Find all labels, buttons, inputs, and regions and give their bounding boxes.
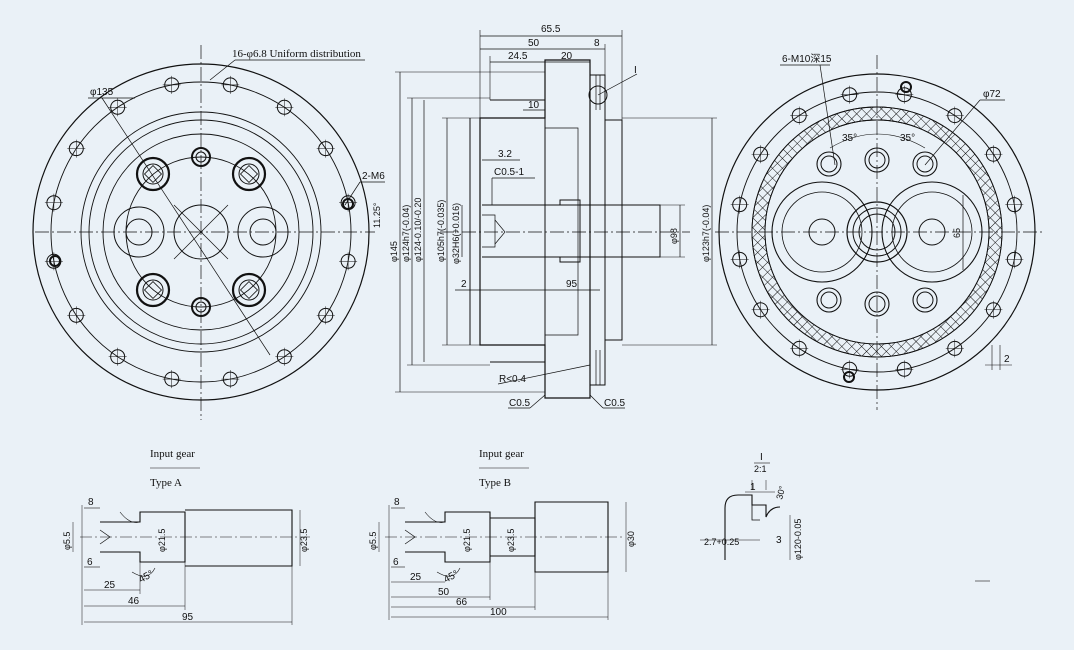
pin-hole-inner <box>142 279 164 301</box>
input-gear-type-a: Input gear Type A 8 6 25 46 95 45° φ5.5 … <box>62 448 310 625</box>
tap-hole <box>900 81 912 93</box>
input-gear-type-b: Input gear Type B 8 6 25 50 66 100 45° φ… <box>368 448 636 620</box>
tap-hole <box>342 198 354 210</box>
dim-8: 8 <box>594 38 600 49</box>
chamfer-left: C0.5 <box>509 398 531 409</box>
m10-hole <box>912 151 938 177</box>
detail-d120: φ120-0.05 <box>793 519 803 560</box>
pin-hole-inner <box>238 163 260 185</box>
gear-a-d235: φ23.5 <box>299 529 309 552</box>
gear-b-l6: 6 <box>393 557 399 568</box>
gear-b-l25: 25 <box>410 572 422 583</box>
dia-124-tol: φ124-0.10/-0.20 <box>413 198 423 262</box>
pin-hole <box>135 156 171 192</box>
pin-head <box>239 280 259 300</box>
dim-2: 2 <box>461 279 467 290</box>
gear-b-d235: φ23.5 <box>506 529 516 552</box>
m10-hole-inner <box>916 155 934 173</box>
tap-m6-label: 2-M6 <box>362 171 385 182</box>
right-view-bolt-holes <box>730 81 1024 383</box>
pin-hole-inner <box>238 279 260 301</box>
dim-20: 20 <box>561 51 573 62</box>
detail-d27: 2.7+0.25 <box>704 537 739 547</box>
detail-ref-I: I <box>634 65 637 76</box>
dim-24-5: 24.5 <box>508 51 528 62</box>
gear-a-l8: 8 <box>88 497 94 508</box>
radius-label: R<0.4 <box>499 374 526 385</box>
gear-a-title: Input gear <box>150 448 195 460</box>
gear-a-l25: 25 <box>104 580 116 591</box>
gear-b-d30: φ30 <box>626 531 636 547</box>
pin-head <box>239 164 259 184</box>
pin-hole <box>231 156 267 192</box>
front-view-bolt-holes <box>44 75 358 389</box>
tap-hole <box>843 371 855 383</box>
gear-a-d55: φ5.5 <box>62 532 72 550</box>
chamfer-c05-1: C0.5-1 <box>494 167 524 178</box>
pin-hole <box>231 272 267 308</box>
dia-145: φ145 <box>389 241 399 262</box>
gear-b-l66: 66 <box>456 597 468 608</box>
angle-35-right: 35° <box>900 133 915 144</box>
pin-hole <box>135 272 171 308</box>
dia-123-h7: φ123h7(-0.04) <box>701 205 711 262</box>
gear-b-d55: φ5.5 <box>368 532 378 550</box>
gear-b-l50: 50 <box>438 587 450 598</box>
front-view: 16-φ6.8 Uniform distribution φ135 2-M6 1… <box>32 45 385 420</box>
bolt-circle-note: 16-φ6.8 Uniform distribution <box>232 48 361 60</box>
detail-ref: I <box>760 452 763 463</box>
detail-d3: 3 <box>776 535 782 546</box>
gear-b-l100: 100 <box>490 607 507 618</box>
pin-head <box>143 280 163 300</box>
tap-hole <box>49 255 61 267</box>
m10-hole-inner <box>916 291 934 309</box>
detail-I: I 2:1 1 30° 2.7+0.25 3 φ120-0.05 <box>700 452 990 582</box>
gear-b-d215: φ21.5 <box>462 529 472 552</box>
gear-b-l8: 8 <box>394 497 400 508</box>
gear-a-l6: 6 <box>87 557 93 568</box>
dim-10: 10 <box>528 100 540 111</box>
dia-105-h7: φ105h7(-0.035) <box>436 200 446 262</box>
m10-hole-inner <box>868 295 886 313</box>
gear-a-type: Type A <box>150 477 182 489</box>
gear-b-type: Type B <box>479 477 511 489</box>
gear-a-d215: φ21.5 <box>157 529 167 552</box>
dia-135-label: φ135 <box>90 87 114 98</box>
gear-a-l95: 95 <box>182 612 194 623</box>
m10-hole-inner <box>820 291 838 309</box>
dia-124-h7: φ124h7(-0.04) <box>401 205 411 262</box>
m10-hole <box>912 287 938 313</box>
right-view: 6-M10深15 φ72 35° 35° 65 2 <box>715 53 1045 410</box>
gear-b-title: Input gear <box>479 448 524 460</box>
dia-32-h6: φ32H6(+0.016) <box>451 203 461 264</box>
angle-label: 11.25° <box>372 202 382 228</box>
dia-72: φ72 <box>983 89 1001 100</box>
detail-ang: 30° <box>774 484 787 500</box>
pin-hole-inner <box>142 163 164 185</box>
dim-95: 95 <box>566 279 578 290</box>
dia-98: φ98 <box>669 228 679 244</box>
section-view: I 65.5 50 24.5 20 8 10 3.2 C0.5-1 <box>389 24 717 409</box>
tap-m10-label: 6-M10深15 <box>782 53 832 65</box>
m10-hole <box>816 151 842 177</box>
chamfer-right: C0.5 <box>604 398 626 409</box>
detail-scale: 2:1 <box>754 464 767 474</box>
dim-50: 50 <box>528 38 540 49</box>
m10-hole <box>816 287 842 313</box>
m10-hole-inner <box>820 155 838 173</box>
detail-d1: 1 <box>750 482 756 493</box>
dim-65: 65 <box>952 228 962 238</box>
gear-a-l46: 46 <box>128 596 140 607</box>
dim-2-right: 2 <box>1004 354 1010 365</box>
dim-3-2: 3.2 <box>498 149 512 160</box>
dim-65-5: 65.5 <box>541 24 561 35</box>
